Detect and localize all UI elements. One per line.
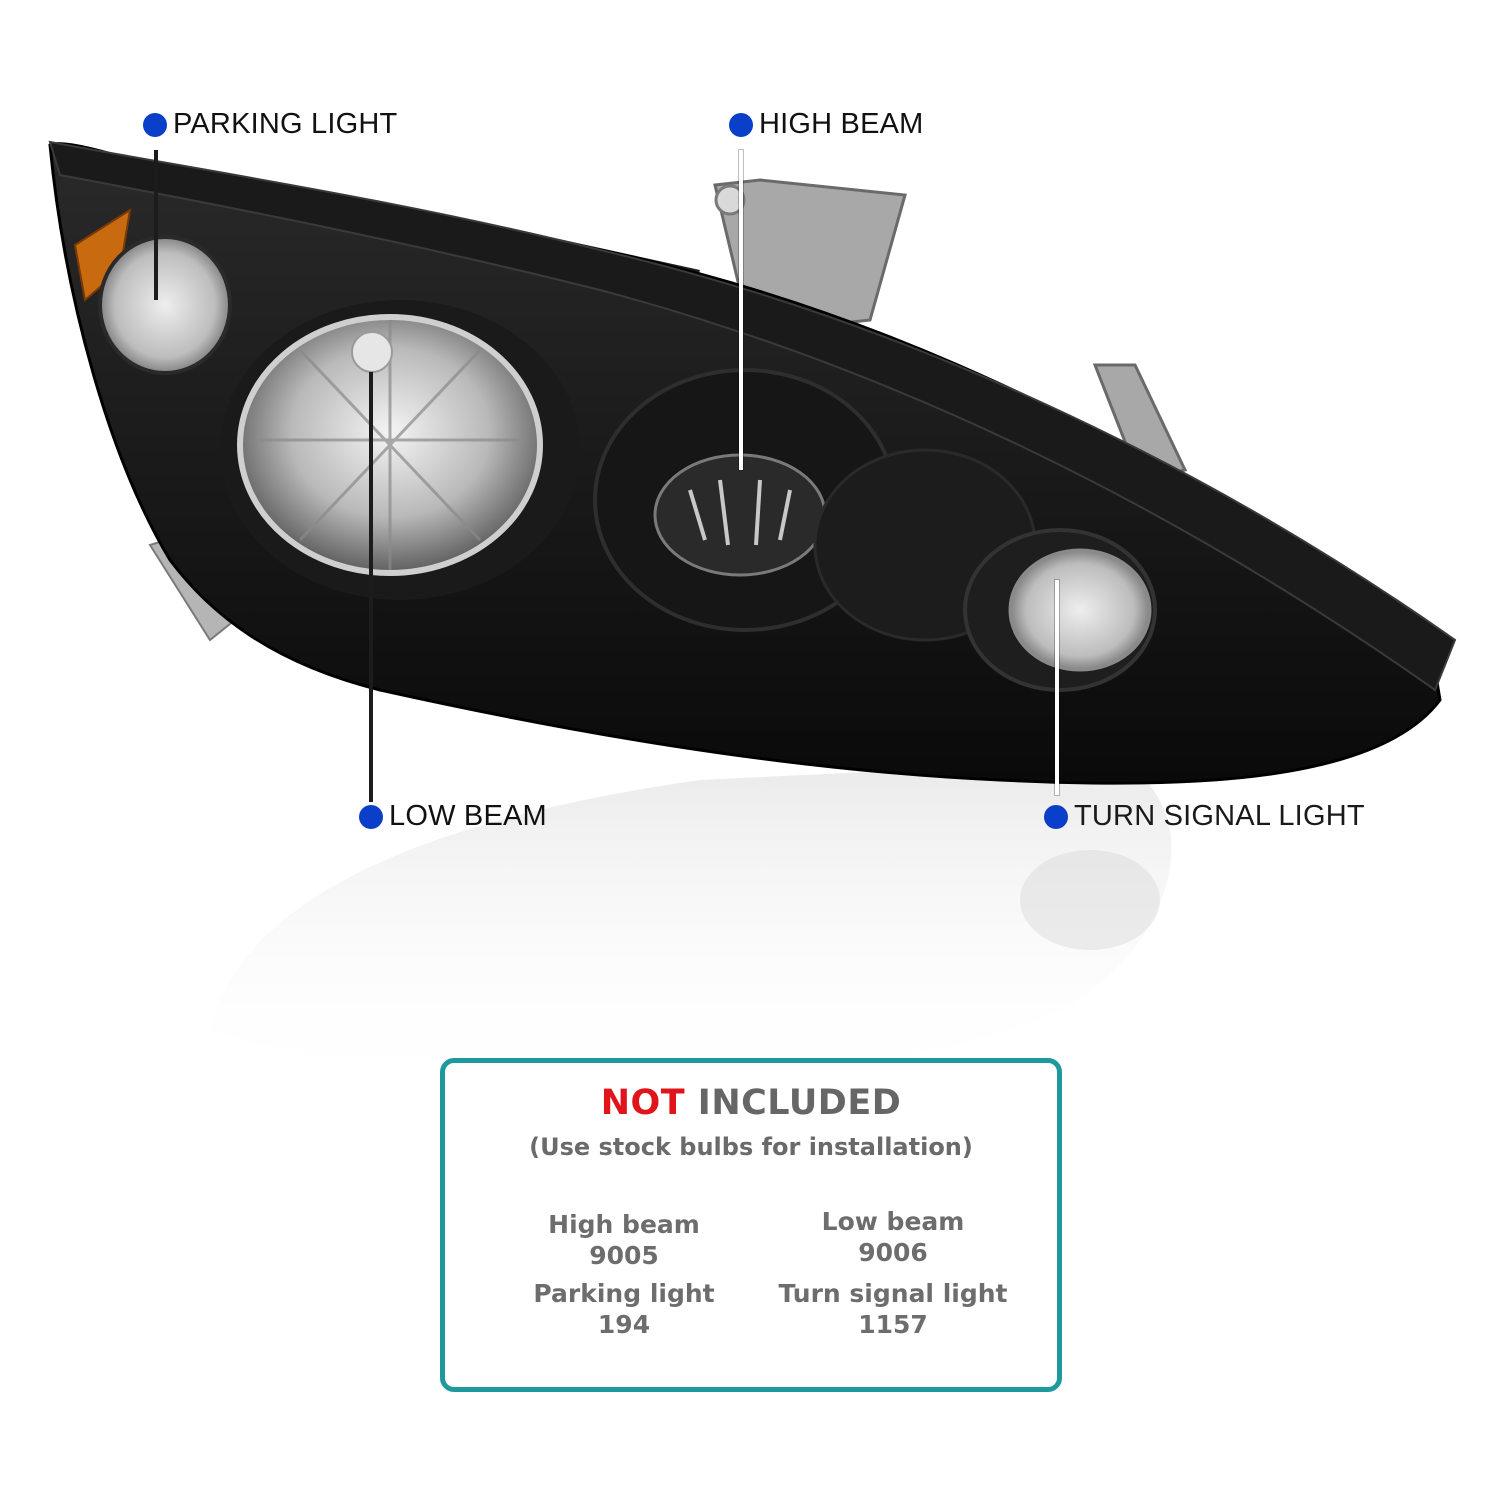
bulb-spec-low-beam: Low beam 9006 <box>763 1206 1023 1268</box>
bulb-name: High beam <box>548 1210 700 1239</box>
headlight-reflection <box>210 760 1172 1097</box>
bulb-name: Low beam <box>821 1207 965 1236</box>
turn-signal-leader-line <box>1055 580 1059 795</box>
turn-signal-lens <box>1008 548 1152 672</box>
callout-label: PARKING LIGHT <box>173 108 398 140</box>
bulb-spec-parking-light: Parking light 194 <box>494 1278 754 1340</box>
callout-parking-light: PARKING LIGHT <box>143 108 397 141</box>
parking-leader-line <box>154 150 158 300</box>
bullet-dot-icon <box>1044 804 1068 829</box>
bullet-dot-icon <box>729 112 753 137</box>
high-beam-reflector <box>653 453 827 577</box>
bulb-value: 1157 <box>858 1310 928 1339</box>
bulb-spec-high-beam: High beam 9005 <box>494 1209 754 1271</box>
bulbs-not-included-box: NOT INCLUDED (Use stock bulbs for instal… <box>440 1058 1062 1392</box>
callout-low-beam: LOW BEAM <box>359 800 547 833</box>
high-beam-leader-line <box>739 150 743 470</box>
bullet-dot-icon <box>359 804 383 829</box>
callout-label: TURN SIGNAL LIGHT <box>1074 800 1365 832</box>
info-title-included: INCLUDED <box>685 1083 902 1123</box>
info-subtitle: (Use stock bulbs for installation) <box>529 1133 973 1161</box>
rubber-seal <box>48 140 1457 692</box>
bulb-value: 9005 <box>589 1241 659 1270</box>
bullet-dot-icon <box>143 112 167 137</box>
bulb-spec-turn-signal: Turn signal light 1157 <box>763 1278 1023 1340</box>
bulb-name: Turn signal light <box>778 1279 1008 1308</box>
parking-lens <box>98 235 232 375</box>
callout-turn-signal: TURN SIGNAL LIGHT <box>1044 800 1365 833</box>
info-title-not: NOT <box>600 1083 686 1123</box>
callout-label: HIGH BEAM <box>759 108 924 140</box>
bulb-name: Parking light <box>533 1279 715 1308</box>
callout-label: LOW BEAM <box>389 800 547 832</box>
bulb-value: 194 <box>597 1310 651 1339</box>
bulb-value: 9006 <box>858 1238 928 1267</box>
low-beam-leader-line <box>369 372 373 802</box>
info-title: NOT INCLUDED <box>445 1083 1057 1123</box>
callout-high-beam: HIGH BEAM <box>729 108 924 141</box>
